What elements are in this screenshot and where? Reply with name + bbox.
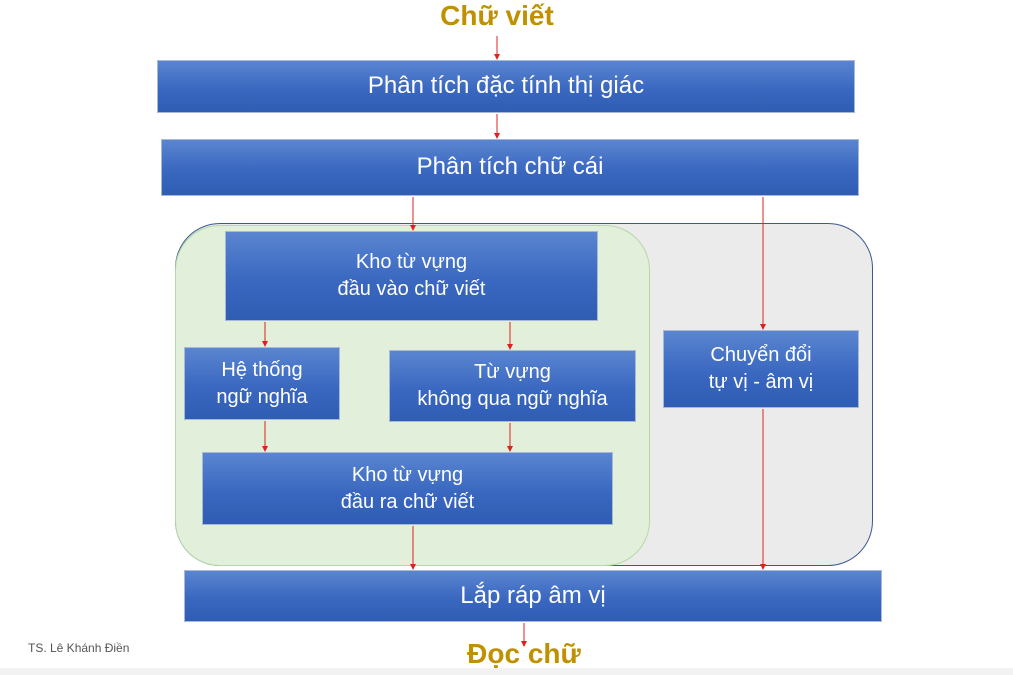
grapheme-phoneme-conversion-box: Chuyển đổi tự vị - âm vị [663,330,859,408]
box-text: Từ vựng [474,361,551,383]
author-footer: TS. Lê Khánh Điền [28,641,130,655]
visual-analysis-box: Phân tích đặc tính thị giác [157,60,855,113]
box-text: Phân tích đặc tính thị giác [367,72,645,100]
box-text: ngữ nghĩa [216,385,308,408]
nonsemantic-lexicon-box: Từ vựng không qua ngữ nghĩa [389,350,636,422]
letter-analysis-box: Phân tích chữ cái [161,139,859,196]
input-label: Chữ viết [440,0,554,31]
box-text: đầu vào chữ viết [337,278,486,300]
box-text: Kho từ vựng [355,251,468,273]
box-text: Phân tích chữ cái [416,153,604,181]
box-text: Lắp ráp âm vị [460,581,606,609]
box-text: Hệ thống [221,358,303,381]
semantic-system-box: Hệ thống ngữ nghĩa [184,347,340,420]
output-lexicon-box: Kho từ vựng đầu ra chữ viết [202,452,613,525]
box-text: Chuyển đổi [710,344,812,366]
bottom-strip [0,668,1013,675]
box-text: đầu ra chữ viết [340,490,475,513]
input-lexicon-box: Kho từ vựng đầu vào chữ viết [225,231,598,321]
phoneme-assembly-box: Lắp ráp âm vị [184,570,882,622]
box-text: Kho từ vựng [351,463,464,486]
box-text: tự vị - âm vị [708,371,814,393]
box-text: không qua ngữ nghĩa [417,388,608,410]
